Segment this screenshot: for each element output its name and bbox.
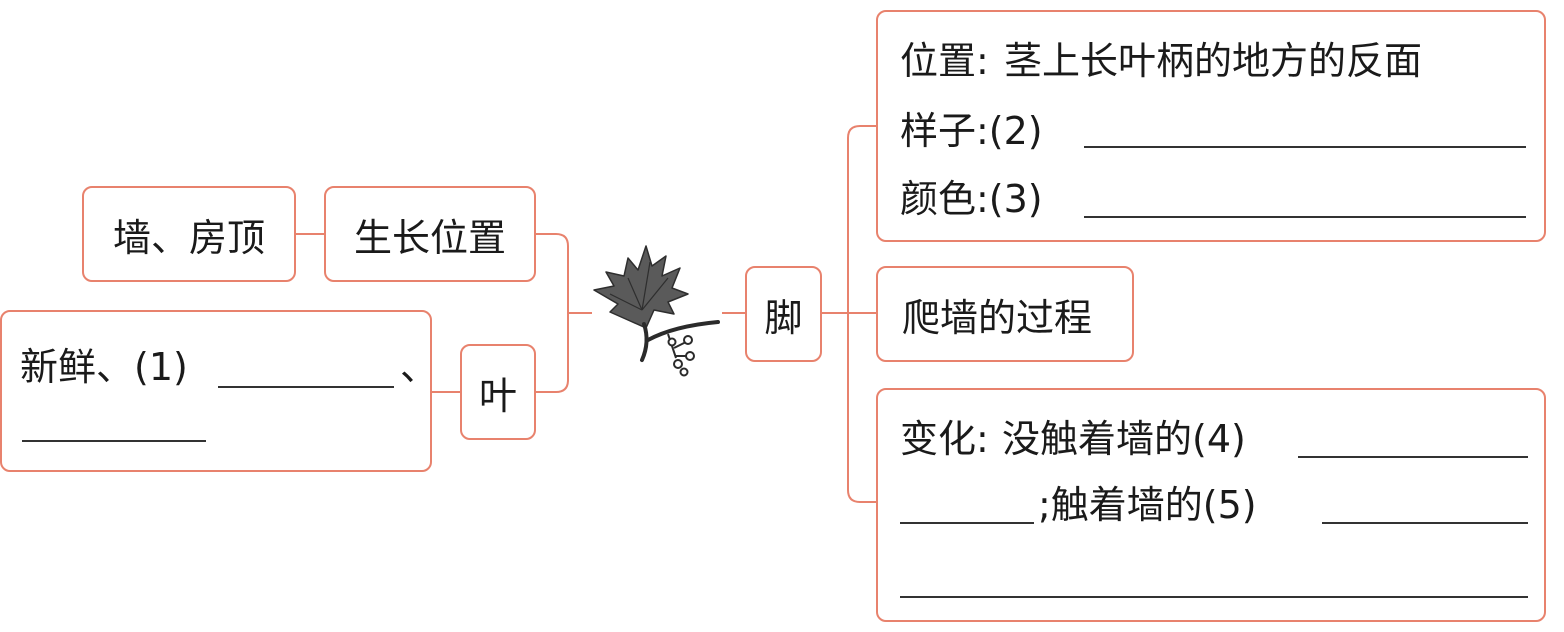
answer-blank-4b[interactable]	[900, 522, 1034, 524]
climb-process-label: 爬墙的过程	[902, 295, 1093, 340]
foot-label: 脚	[764, 295, 803, 340]
growth-location-box: 生长位置	[324, 186, 536, 282]
leaf-answer-prefix: 新鲜、(1)	[20, 345, 188, 389]
leaf-answer-box: 新鲜、(1) 、	[0, 310, 438, 472]
climb-process-box: 爬墙的过程	[876, 266, 1134, 362]
change-box: 变化: 没触着墙的(4) ;触着墙的(5)	[876, 388, 1546, 622]
answer-blank-3[interactable]	[1084, 216, 1526, 218]
change-label: 变化:	[900, 417, 989, 461]
answer-blank-4a[interactable]	[1298, 456, 1528, 458]
leaf-box: 叶	[460, 344, 536, 440]
position-text: 茎上长叶柄的地方的反面	[1004, 39, 1423, 83]
leaf-answer-separator: 、	[400, 345, 439, 389]
answer-blank-5b[interactable]	[900, 596, 1528, 598]
leaf-label: 叶	[478, 373, 517, 418]
color-label: 颜色:(3)	[900, 177, 1043, 221]
answer-blank-5a[interactable]	[1322, 522, 1528, 524]
ivy-leaf-icon	[593, 245, 720, 377]
answer-blank-1b[interactable]	[22, 440, 206, 442]
position-label: 位置:	[900, 39, 989, 83]
answer-blank-1a[interactable]	[218, 386, 394, 388]
answer-blank-2[interactable]	[1084, 146, 1526, 148]
growth-location-label: 生长位置	[353, 215, 506, 260]
foot-properties-box: 位置: 茎上长叶柄的地方的反面 样子:(2) 颜色:(3)	[876, 10, 1546, 242]
foot-box: 脚	[745, 266, 822, 362]
growth-location-answer-box: 墙、房顶	[82, 186, 296, 282]
shape-label: 样子:(2)	[900, 109, 1043, 153]
change-text-1: 没触着墙的(4)	[1002, 417, 1246, 461]
growth-location-answer: 墙、房顶	[112, 215, 265, 260]
change-text-2: ;触着墙的(5)	[1038, 483, 1257, 527]
